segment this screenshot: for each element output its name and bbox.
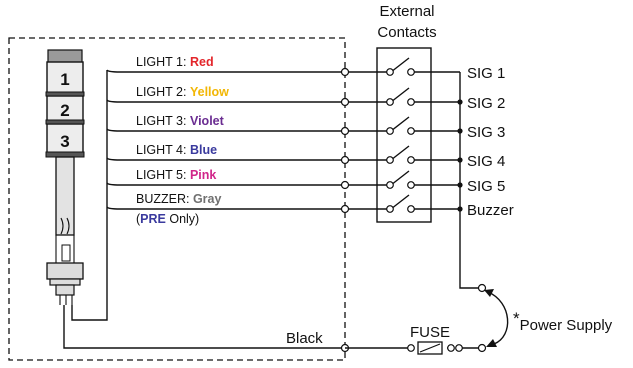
external-contacts-title-line2: Contacts [377, 24, 436, 41]
bus-junction-dots [457, 99, 463, 212]
black-cable [63, 305, 345, 349]
signal-label-1: SIG 1 [467, 65, 505, 82]
stack-number-3: 3 [60, 132, 69, 151]
contact-switches [345, 57, 460, 210]
light-label-1-color: Red [190, 55, 214, 69]
power-supply-arrow-bottom [486, 339, 497, 347]
enclosure-dashed-border [8, 37, 346, 361]
tower-light-stack [45, 49, 85, 305]
light-label-5-prefix: LIGHT 5: [136, 168, 190, 182]
power-supply-asterisk: * [513, 309, 520, 328]
contact-terminals [386, 68, 415, 213]
external-contacts-box [376, 47, 432, 223]
light-label-3: LIGHT 3: Violet [136, 114, 225, 128]
fuse-label: FUSE [410, 324, 450, 341]
fuse-element [419, 343, 441, 353]
stack-number-2: 2 [60, 101, 69, 120]
power-supply-text: Power Supply [520, 317, 613, 334]
buzzer-label-color: Gray [193, 192, 222, 206]
signal-label-buzzer: Buzzer [467, 202, 514, 219]
stack-number-1: 1 [60, 70, 69, 89]
buzzer-label-prefix: BUZZER: [136, 192, 193, 206]
signal-label-2: SIG 2 [467, 95, 505, 112]
power-terminal-bottom [477, 343, 487, 353]
fuse-terminal-end [455, 344, 463, 352]
light-label-4-color: Blue [190, 143, 217, 157]
power-terminal-top [477, 283, 487, 293]
buzzer-note-pre: PRE [140, 212, 166, 226]
power-supply-arrow-top [484, 289, 494, 297]
light-label-2-color: Yellow [190, 85, 229, 99]
signal-label-5: SIG 5 [467, 178, 505, 195]
power-supply-arc [487, 291, 509, 345]
light-wires [106, 69, 345, 210]
light-label-4: LIGHT 4: Blue [136, 143, 217, 157]
light-label-4-prefix: LIGHT 4: [136, 143, 190, 157]
light-label-1: LIGHT 1: Red [136, 55, 214, 69]
external-contacts-title-line1: External [379, 3, 434, 20]
fuse-terminal-right [447, 344, 455, 352]
signal-label-3: SIG 3 [467, 124, 505, 141]
common-bus [459, 72, 479, 289]
buzzer-note: (PRE Only) [136, 212, 199, 226]
light-label-2: LIGHT 2: Yellow [136, 85, 229, 99]
fuse-terminal-left [407, 344, 415, 352]
buzzer-note-rest: Only) [166, 212, 199, 226]
light-label-3-color: Violet [190, 114, 225, 128]
signal-label-4: SIG 4 [467, 153, 505, 170]
light-label-5-color: Pink [190, 168, 216, 182]
light-label-1-prefix: LIGHT 1: [136, 55, 190, 69]
buzzer-note-open: ( [136, 212, 141, 226]
signal-cable-bundle [71, 70, 108, 321]
power-supply-label: *Power Supply [513, 309, 613, 334]
boundary-terminals [340, 67, 350, 353]
buzzer-label: BUZZER: Gray [136, 192, 221, 206]
light-label-3-prefix: LIGHT 3: [136, 114, 190, 128]
light-label-2-prefix: LIGHT 2: [136, 85, 190, 99]
black-wire-label: Black [286, 330, 323, 347]
light-label-5: LIGHT 5: Pink [136, 168, 216, 182]
